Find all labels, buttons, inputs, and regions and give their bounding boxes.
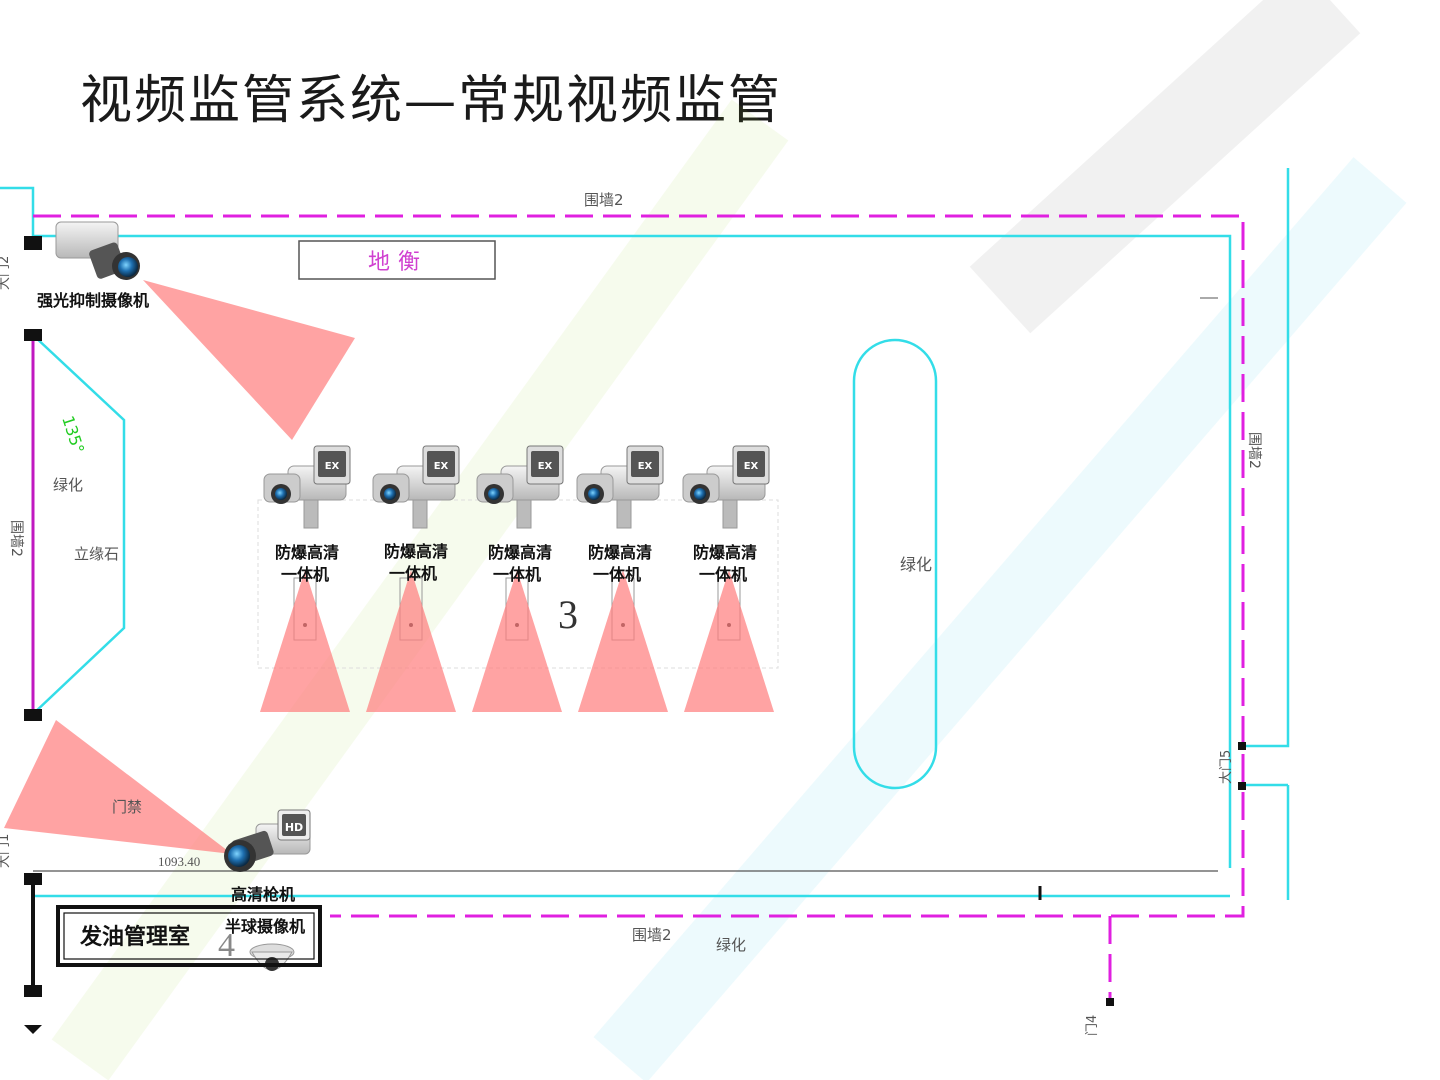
gate-5-label: 大门5 <box>1219 750 1234 784</box>
ex-badge-2: EX <box>434 461 449 472</box>
wall-top-label: 围墙2 <box>584 191 624 209</box>
bullet-camera-coverage <box>4 720 232 854</box>
ex-camera-2-icon[interactable]: EX <box>372 445 460 529</box>
ex-badge-4: EX <box>638 461 653 472</box>
gate-4-label: 门4 <box>1085 1015 1100 1036</box>
coverage-zones <box>4 280 774 854</box>
watermark <box>51 0 1407 1080</box>
ex-camera-3-line2: 一体机 <box>493 565 541 584</box>
wall-left-label: 围墙2 <box>8 520 24 557</box>
ex-camera-5-icon[interactable]: EX <box>682 445 770 529</box>
glare-camera-coverage <box>143 280 355 440</box>
fuel-room-label: 发油管理室 <box>79 924 190 950</box>
ex-camera-5-line2: 一体机 <box>699 565 747 584</box>
ground-scale-box <box>298 240 496 280</box>
glare-suppression-camera-icon[interactable] <box>55 221 140 280</box>
ex-camera-5-line1: 防爆高清 <box>693 543 757 562</box>
greenery-left-label: 绿化 <box>53 476 83 494</box>
ex-camera-2-coverage <box>366 570 456 712</box>
glare-camera-label: 强光抑制摄像机 <box>37 291 149 310</box>
ex-camera-4-coverage <box>578 570 668 712</box>
greenery-bottom-label: 绿化 <box>716 936 746 954</box>
ex-camera-4-line1: 防爆高清 <box>588 543 652 562</box>
building-lines <box>24 297 1218 1034</box>
hd-bullet-camera-icon[interactable]: HD <box>224 809 311 872</box>
ex-camera-3-coverage <box>472 570 562 712</box>
ex-badge-3: EX <box>538 461 553 472</box>
ex-camera-3-line1: 防爆高清 <box>488 543 552 562</box>
access-control-label: 门禁 <box>112 798 142 816</box>
ex-camera-2-line2: 一体机 <box>389 564 437 583</box>
ground-scale-label: 地衡 <box>368 250 428 275</box>
ex-badge-1: EX <box>325 461 340 472</box>
page-title: 视频监管系统—常规视频监管 <box>80 71 783 131</box>
curb-stone-label: 立缘石 <box>74 545 119 563</box>
enclosure-wall <box>33 214 1245 1000</box>
ex-camera-1-icon[interactable]: EX <box>263 445 351 529</box>
gate-posts <box>24 236 1246 1006</box>
wall-bottom-label: 围墙2 <box>632 926 672 944</box>
hd-bullet-label: 高清枪机 <box>231 885 295 904</box>
ex-camera-1-line2: 一体机 <box>281 565 329 584</box>
wall-right-label: 围墙2 <box>1246 432 1262 469</box>
ex-camera-3-icon[interactable]: EX <box>476 445 564 529</box>
ex-camera-1-coverage <box>260 570 350 712</box>
fuel-management-room[interactable]: 发油管理室 <box>56 905 322 967</box>
area-4-label: 4 <box>218 927 235 964</box>
ex-badge-5: EX <box>744 461 759 472</box>
hd-badge: HD <box>285 821 303 834</box>
angle-label: 135° <box>58 413 88 456</box>
gate-1-label: 大门1 <box>0 834 12 868</box>
ex-camera-2-line1: 防爆高清 <box>384 542 448 561</box>
gate-2-label: 大门2 <box>0 256 12 290</box>
ex-camera-1-line1: 防爆高清 <box>275 543 339 562</box>
camera-labels: 强光抑制摄像机 高清枪机 半球摄像机 防爆高清 一体机 防爆高清 一体机 防爆高… <box>37 291 757 936</box>
ex-camera-5-coverage <box>684 570 774 712</box>
greenery-center-label: 绿化 <box>900 555 932 574</box>
ex-camera-4-icon[interactable]: EX <box>576 445 664 529</box>
ex-camera-4-line2: 一体机 <box>593 565 641 584</box>
dome-camera-label: 半球摄像机 <box>225 917 305 936</box>
elevation-label: 1093.40 <box>158 854 200 869</box>
area-3-label: 3 <box>558 592 578 637</box>
